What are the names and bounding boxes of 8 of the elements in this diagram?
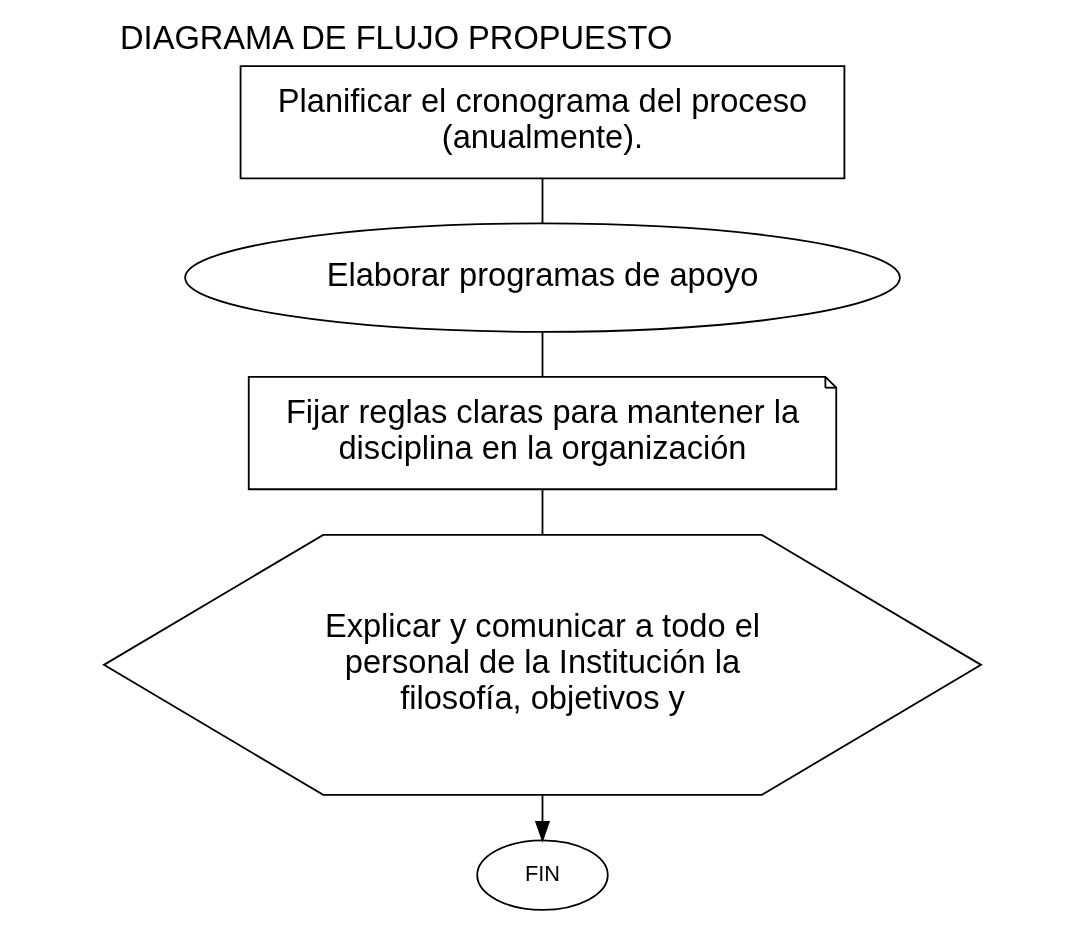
node-box: Planificar el cronograma del proceso (anualmente). — [239, 65, 846, 180]
diagram-title: DIAGRAMA DE FLUJO PROPUESTO — [120, 18, 673, 56]
connector — [541, 330, 544, 378]
connector — [541, 488, 544, 536]
connector — [541, 177, 544, 225]
arrow — [534, 794, 551, 843]
node-ellipse: Elaborar programas de apoyo — [184, 222, 901, 333]
node-ellipse: FIN — [476, 839, 609, 911]
